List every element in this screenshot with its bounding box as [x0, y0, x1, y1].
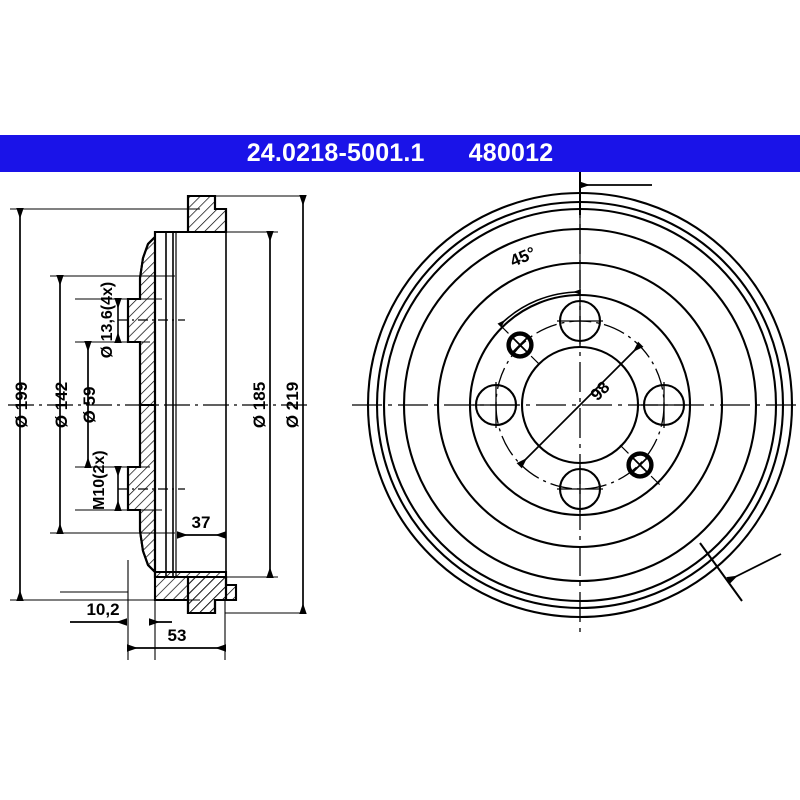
- dimension-label-hole-13-6: Ø 13,6(4x): [99, 282, 116, 358]
- dimension-od-219: Ø 219: [283, 194, 307, 615]
- drum-rim-flange: [153, 570, 238, 615]
- bolt-hole: [557, 298, 603, 344]
- cross-section-view: Ø 199 Ø 142 Ø 59 Ø 13,6(4x) M10(2x): [8, 194, 310, 660]
- dimension-depth-37: 37: [176, 513, 227, 539]
- dimension-hole-13-6: Ø 13,6(4x): [99, 282, 122, 358]
- dimension-label-thread-m10: M10(2x): [91, 450, 108, 510]
- dimension-label-od-219: Ø 219: [283, 382, 302, 428]
- drum-profile-upper: [126, 194, 228, 407]
- threaded-hole: [499, 324, 543, 368]
- front-circular-view: 45° 98: [352, 172, 800, 632]
- bolt-hole: [557, 466, 603, 512]
- dimension-label-od-142: Ø 142: [52, 382, 71, 428]
- dimension-label-width-53: 53: [168, 626, 187, 645]
- section-leader-bottom: [726, 553, 782, 584]
- dimension-label-flange-10-2: 10,2: [86, 600, 119, 619]
- dimension-bore-59: Ø 59: [80, 340, 99, 469]
- dimension-label-od-199: Ø 199: [12, 382, 31, 428]
- dimension-width-53: 53: [126, 626, 227, 652]
- bolt-hole: [641, 382, 687, 428]
- dimension-label-bolt-circle-98: 98: [587, 378, 614, 405]
- dimension-flange-10-2: 10,2: [70, 600, 172, 626]
- hole-centerlines: [118, 319, 185, 490]
- title-bar: 24.0218-5001.1 480012: [0, 135, 800, 172]
- dimension-id-185: Ø 185: [250, 230, 274, 579]
- article-number-label: 480012: [468, 139, 554, 167]
- dimension-od-199: Ø 199: [12, 207, 31, 602]
- bolt-hole: [473, 382, 519, 428]
- dimension-label-depth-37: 37: [192, 513, 211, 532]
- dimension-label-bore-59: Ø 59: [80, 387, 99, 424]
- dimension-thread-m10: M10(2x): [91, 450, 122, 512]
- part-number-label: 24.0218-5001.1: [246, 139, 425, 167]
- threaded-hole: [619, 444, 663, 488]
- dimension-label-id-185: Ø 185: [250, 382, 269, 428]
- dimension-label-angle-45: 45°: [507, 243, 538, 271]
- section-tick-bottom: [699, 542, 743, 602]
- dimension-od-142: Ø 142: [52, 274, 71, 535]
